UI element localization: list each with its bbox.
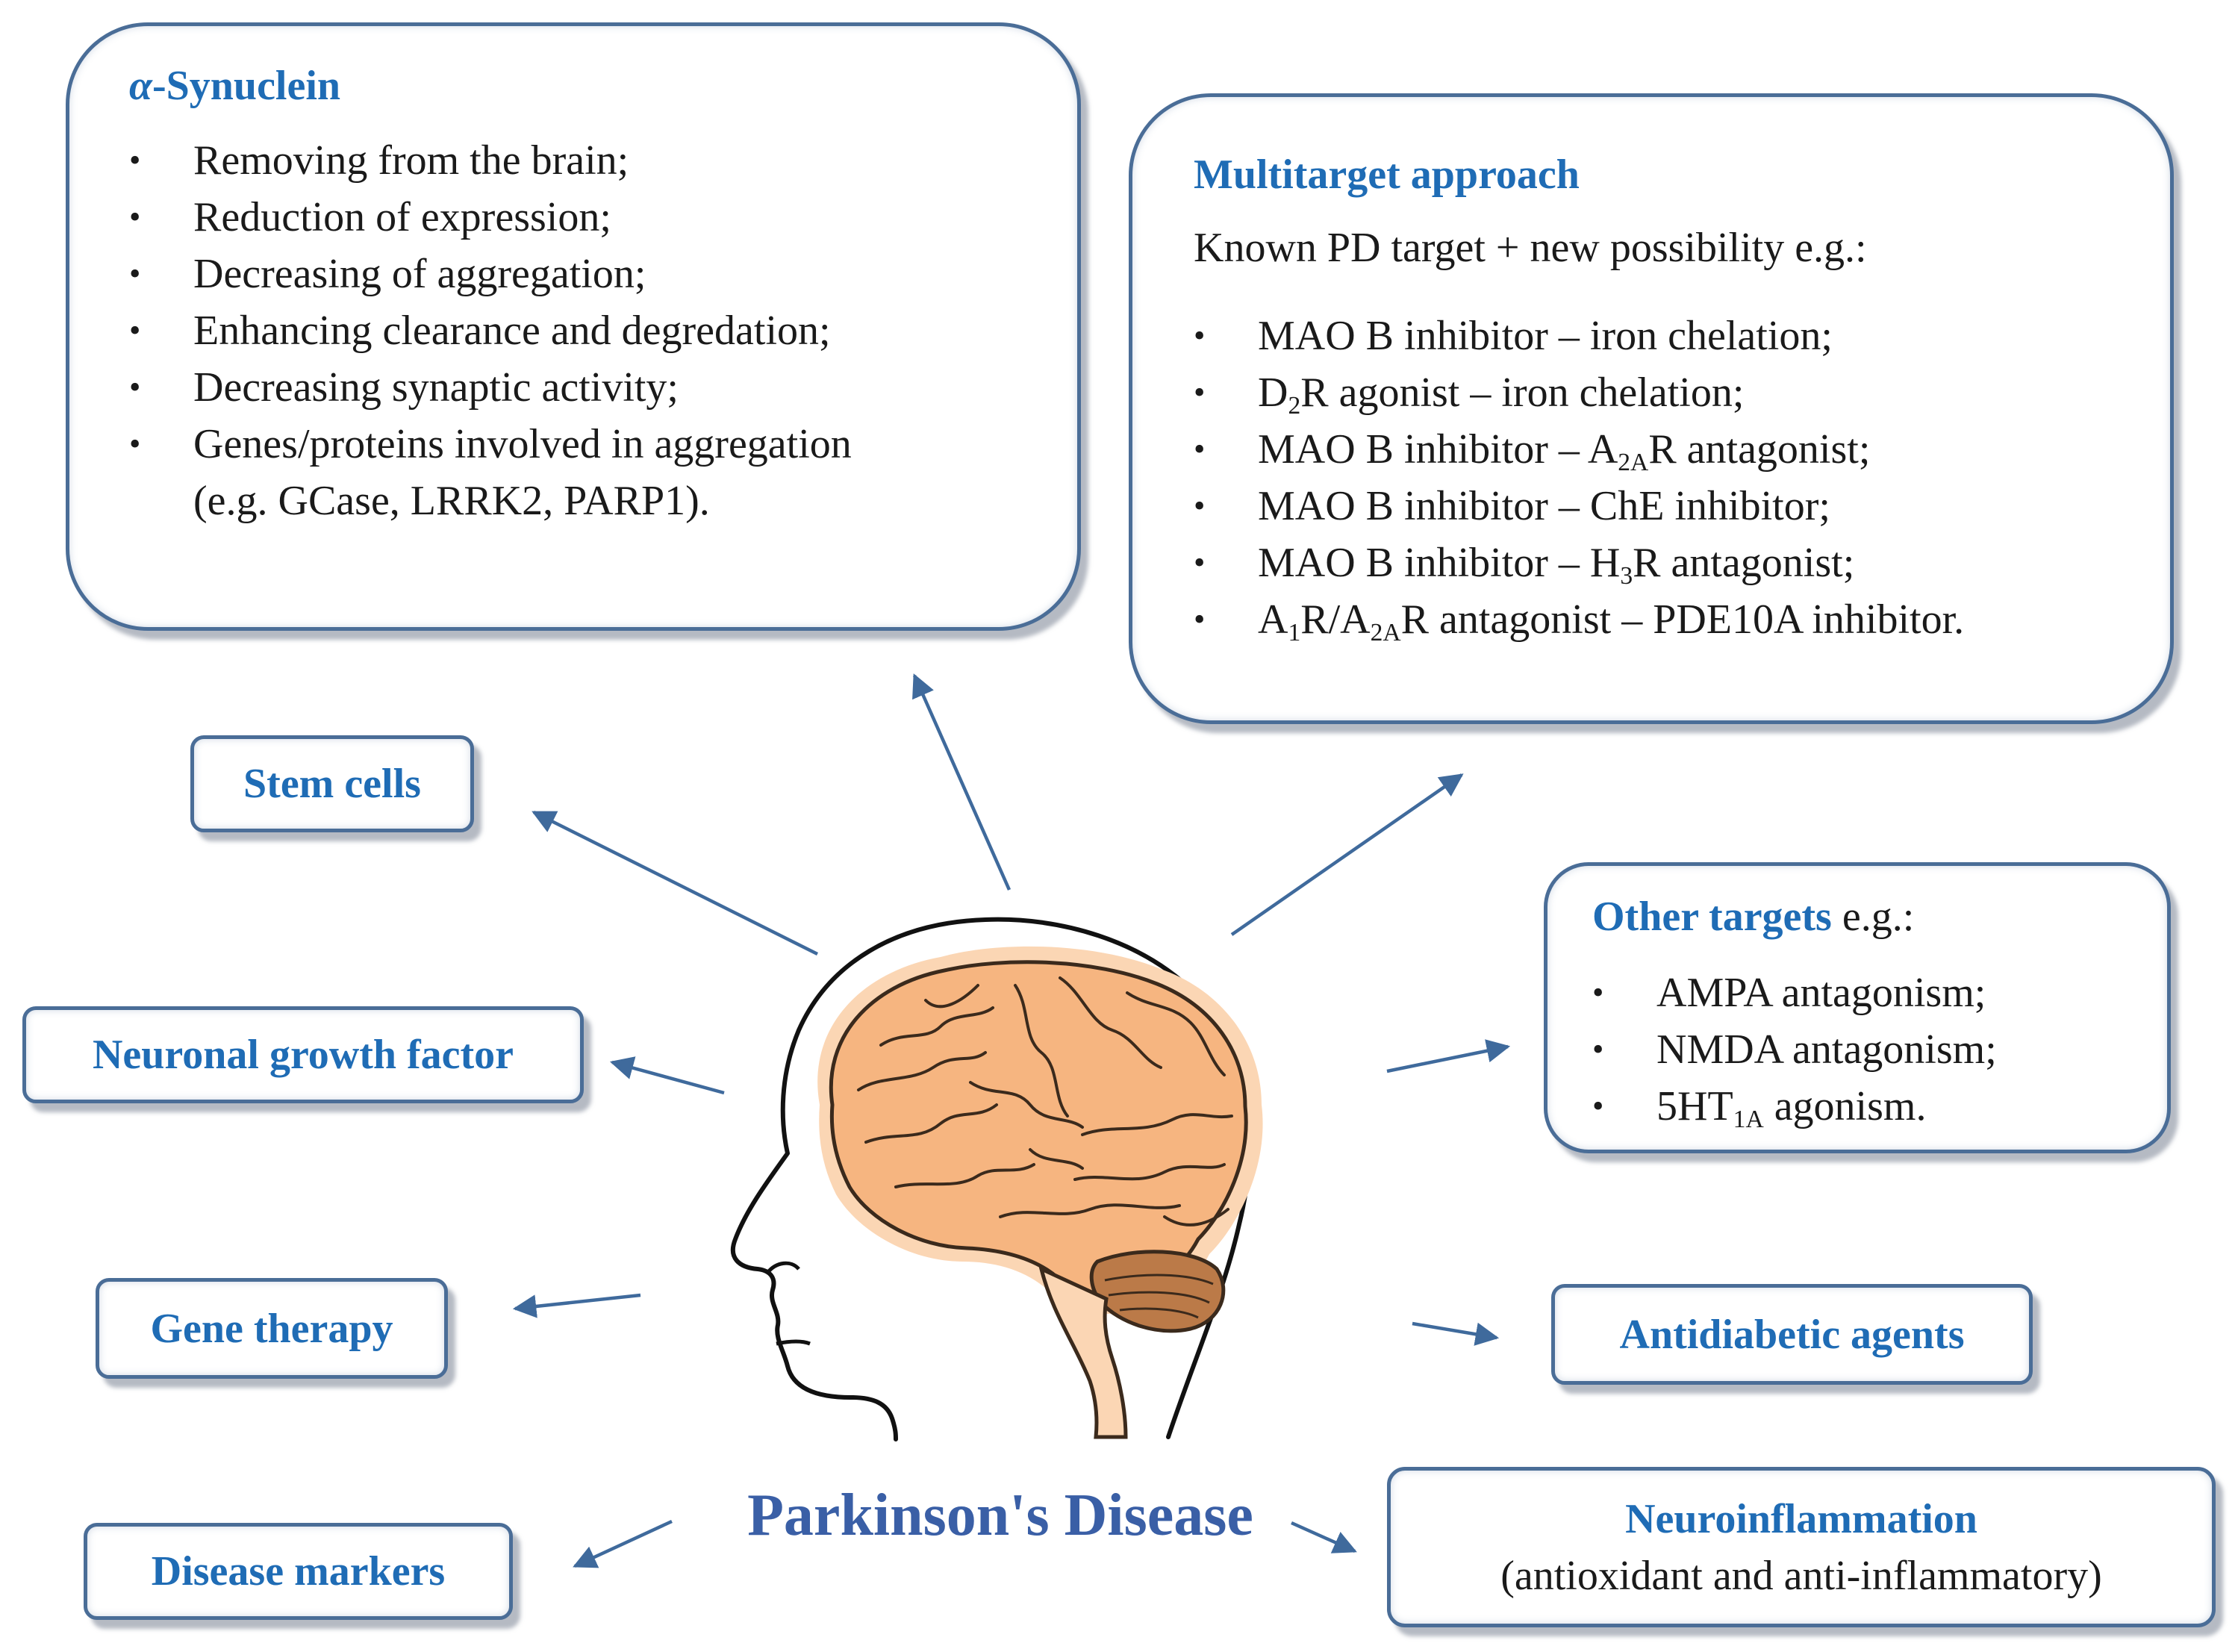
list-item: AMPA antagonism; [1592,964,2167,1021]
brain [829,960,1248,1297]
list-item: MAO B inhibitor – A2AR antagonist; [1194,421,2170,478]
arrow-to-disease-markers [573,1519,673,1568]
neuroinflammation-subtitle: (antioxidant and anti-inflammatory) [1500,1552,2102,1599]
center-title: Parkinson's Disease [747,1483,1253,1548]
alpha-synuclein-box: α-Synuclein Removing from the brain; Red… [66,22,1081,631]
multitarget-intro: Known PD target + new possibility e.g.: [1194,225,1867,271]
arrow-to-neuroinflammation [1291,1521,1357,1553]
list-item: Decreasing synaptic activity; [129,359,1077,416]
list-item: A1R/A2AR antagonist – PDE10A inhibitor. [1194,591,2170,648]
stem-cells-box: Stem cells [190,735,474,832]
arrow-to-alpha-synuclein [912,673,1012,891]
arrow-to-multitarget [1230,773,1464,936]
arrow-to-gene-therapy [512,1293,641,1318]
other-targets-title: Other targets [1592,894,1832,940]
neuroinflammation-label: Neuroinflammation [1625,1495,1977,1542]
list-item: MAO B inhibitor – H3R antagonist; [1194,534,2170,591]
antidiabetic-agents-label: Antidiabetic agents [1619,1311,1965,1358]
antidiabetic-agents-box: Antidiabetic agents [1551,1284,2033,1385]
cerebellum [1089,1250,1226,1333]
other-targets-list: AMPA antagonism; NMDA antagonism; 5HT1A … [1592,964,2167,1135]
other-targets-title-line: Other targets e.g.: [1592,888,2167,945]
gene-therapy-label: Gene therapy [150,1305,393,1352]
disease-markers-label: Disease markers [151,1548,446,1595]
multitarget-title: Multitarget approach [1194,152,1580,198]
list-item: NMDA antagonism; [1592,1021,2167,1078]
list-item: D2R agonist – iron chelation; [1194,364,2170,421]
list-item: 5HT1A agonism. [1592,1078,2167,1135]
multitarget-box: Multitarget approach Known PD target + n… [1129,93,2174,724]
list-item-continuation: (e.g. GCase, LRRK2, PARP1). [193,478,710,524]
arrow-to-other-targets [1386,1039,1511,1073]
list-item: Reduction of expression; [129,189,1077,246]
neuronal-growth-factor-box: Neuronal growth factor [22,1006,584,1103]
list-item: Removing from the brain; [129,132,1077,189]
alpha-synuclein-title-text: -Synuclein [152,63,341,109]
disease-markers-box: Disease markers [84,1523,513,1620]
arrows [512,673,1511,1568]
neuronal-growth-factor-label: Neuronal growth factor [92,1032,514,1078]
stem-cells-label: Stem cells [243,761,421,807]
list-item: Genes/proteins involved in aggregation [129,416,1077,473]
arrow-to-antidiabetic [1412,1321,1500,1346]
brain-gyri [857,976,1233,1226]
head-illustration [730,917,1263,1441]
list-item: MAO B inhibitor – iron chelation; [1194,308,2170,364]
brainstem [1038,1265,1128,1439]
alpha-synuclein-title: α-Synuclein [129,62,1077,110]
list-item: MAO B inhibitor – ChE inhibitor; [1194,478,2170,534]
neuroinflammation-box: Neuroinflammation (antioxidant and anti-… [1387,1467,2216,1627]
gene-therapy-box: Gene therapy [96,1278,448,1379]
arrow-to-stem-cells [532,810,819,956]
other-targets-box: Other targets e.g.: AMPA antagonism; NMD… [1544,862,2171,1153]
other-targets-title-suffix: e.g.: [1831,894,1915,940]
list-item: Decreasing of aggregation; [129,246,1077,302]
nostril-mark [766,1261,800,1274]
alpha-symbol: α [129,63,152,109]
multitarget-list: MAO B inhibitor – iron chelation; D2R ag… [1194,308,2170,648]
mouth-mark [776,1339,811,1346]
alpha-synuclein-list: Removing from the brain; Reduction of ex… [129,132,1077,473]
list-item: Enhancing clearance and degredation; [129,302,1077,359]
arrow-to-neuronal-growth-factor [609,1056,725,1095]
